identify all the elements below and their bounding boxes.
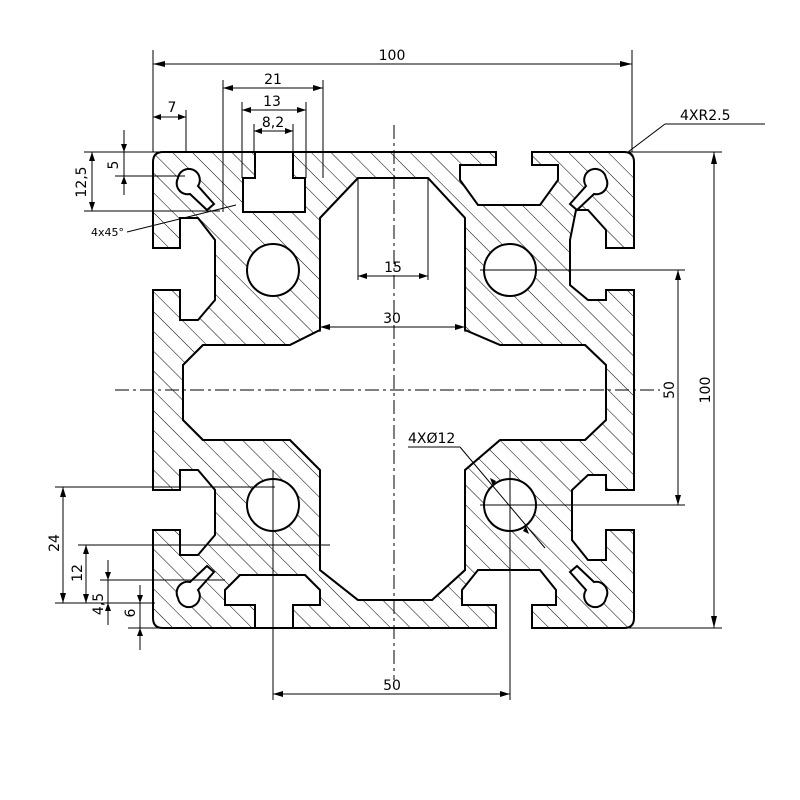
dim-depth-outer: 12,5 [74, 151, 220, 212]
svg-text:21: 21 [264, 72, 282, 88]
svg-text:4x45°: 4x45° [91, 226, 124, 239]
svg-text:12,5: 12,5 [74, 166, 90, 197]
dim-chamfer: 4x45° [91, 204, 237, 239]
svg-text:5: 5 [106, 161, 122, 170]
dim-corner-radius: 4XR2.5 [627, 108, 765, 153]
dim-hole-diameter: 4XØ12 [408, 431, 546, 549]
keyhole-bottom-left [175, 564, 216, 609]
dim-hole-spacing-v: 50 [662, 270, 681, 505]
dim-depth-inner: 5 [106, 130, 185, 195]
top-left-slot [242, 151, 306, 213]
dim-slot-offset: 7 [152, 100, 187, 152]
dim-cavity-outer: 30 [319, 218, 466, 332]
dim-hole-offset-12: 12 [70, 544, 330, 603]
dim-hole-spacing-h: 50 [273, 678, 510, 697]
dim-wall-6: 6 [123, 585, 160, 650]
hole-top-left [246, 243, 300, 297]
svg-text:30: 30 [383, 311, 401, 327]
svg-text:12: 12 [70, 564, 86, 582]
svg-text:6: 6 [123, 608, 139, 617]
svg-text:13: 13 [263, 94, 281, 110]
dim-slot-outer: 21 [222, 72, 324, 212]
svg-text:4XØ12: 4XØ12 [408, 431, 455, 447]
dim-overall-width: 100 [152, 48, 633, 152]
keyhole-top-right [568, 167, 609, 212]
svg-text:24: 24 [47, 534, 63, 552]
svg-text:50: 50 [383, 678, 401, 694]
svg-text:8,2: 8,2 [262, 115, 284, 131]
svg-text:50: 50 [662, 381, 678, 399]
dim-overall-height: 100 [620, 151, 722, 629]
keyhole-top-left [175, 167, 216, 212]
dim-slot-neck: 8,2 [253, 115, 294, 152]
dim-cavity-inner: 15 [357, 178, 429, 280]
svg-text:100: 100 [698, 377, 714, 404]
svg-text:7: 7 [168, 100, 177, 116]
svg-text:4XR2.5: 4XR2.5 [680, 108, 731, 124]
dim-wall-4-5: 4,5 [91, 560, 225, 625]
svg-text:15: 15 [384, 260, 402, 276]
keyhole-bottom-right [568, 564, 609, 609]
dim-slot-inner: 13 [241, 94, 307, 178]
svg-text:4,5: 4,5 [91, 593, 107, 615]
svg-text:100: 100 [379, 48, 406, 64]
